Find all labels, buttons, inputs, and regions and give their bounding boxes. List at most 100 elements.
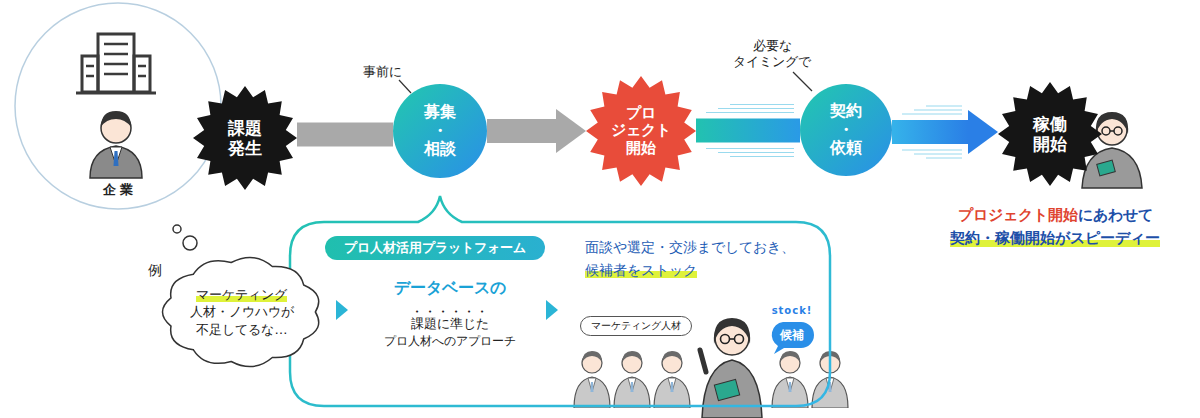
featured-candidate-part-part xyxy=(721,335,730,344)
company-person xyxy=(90,111,142,178)
arrow-band xyxy=(297,123,393,147)
label-text: 必要な タイミングで xyxy=(730,38,814,71)
worker-person-part xyxy=(1096,112,1128,134)
company-person-part xyxy=(114,151,119,166)
speed-line xyxy=(718,108,794,109)
node-text: マーケティング 人材・ノウハウが 不足してるな… xyxy=(183,286,301,339)
worker-person-part xyxy=(1097,160,1116,176)
step-circle: 募集 ・ 相談 xyxy=(393,84,487,178)
worker-person-part-part xyxy=(1110,130,1114,132)
speed-line xyxy=(914,154,962,155)
speed-line xyxy=(718,152,794,153)
cloud xyxy=(163,257,319,366)
thought-cloud: マーケティング 人材・ノウハウが 不足してるな… xyxy=(162,256,321,368)
arrow-band xyxy=(487,119,556,143)
node-text: マーケティング人材 xyxy=(591,320,681,332)
building-icon-part xyxy=(86,44,146,76)
node-text: 課題に準じた xyxy=(350,308,550,335)
flow-triangles-part xyxy=(336,300,348,320)
featured-candidate-part xyxy=(714,318,750,344)
flow-arrow xyxy=(487,109,586,153)
speed-line xyxy=(902,150,962,151)
label-text: 事前に xyxy=(352,64,412,80)
leader-lines-part xyxy=(399,80,411,93)
arrow-band xyxy=(696,119,800,143)
featured-candidate-part xyxy=(702,360,762,418)
node-text: プロ人材活用プラットフォーム xyxy=(344,240,526,256)
node-text: データベースの xyxy=(350,278,550,297)
node-text: 募集 ・ 相談 xyxy=(422,103,459,158)
company-circle: 企 業 xyxy=(14,2,222,210)
ring-outline xyxy=(15,3,221,209)
leader-lines-part xyxy=(793,72,812,91)
thought-dots-part xyxy=(183,236,197,250)
starburst xyxy=(193,86,297,190)
disc xyxy=(393,84,487,178)
featured-candidate-part xyxy=(721,335,744,344)
caption-row: 契約・稼働開始がスピーディー xyxy=(935,228,1175,248)
starburst-node: プロ ジェクト 開始 xyxy=(586,76,696,186)
starburst-node: 課題 発生 xyxy=(193,86,297,190)
candidate-people-part xyxy=(654,351,690,408)
panel-border xyxy=(290,196,830,406)
flow-triangles-part xyxy=(546,300,558,320)
building-icon xyxy=(76,34,156,93)
caption-row: プロジェクト開始にあわせて xyxy=(935,205,1175,225)
node-text: 稼働 開始 xyxy=(1030,114,1069,155)
thought-dots xyxy=(173,225,197,250)
highlighted-text: 候補者をストック xyxy=(585,262,697,278)
arrow-band xyxy=(892,120,968,144)
platform-pill: プロ人材活用プラットフォーム xyxy=(325,236,545,260)
node-text: 候補 xyxy=(780,328,804,342)
company-person-part xyxy=(90,146,142,178)
featured-candidate-part-part xyxy=(730,338,735,340)
node-text-line: 候補者をストック xyxy=(585,262,830,279)
candidate-people-part xyxy=(772,351,808,408)
company-circle-outline xyxy=(14,2,222,210)
company-person-part xyxy=(101,111,131,127)
featured-candidate-part xyxy=(714,379,739,400)
label-text: 例 xyxy=(148,262,168,280)
node-text: 課題 発生 xyxy=(225,118,264,159)
flow-arrow xyxy=(892,106,998,158)
speed-line xyxy=(914,110,962,111)
speech-bubble xyxy=(772,322,814,354)
node-text: 契約 ・ 依頼 xyxy=(828,102,865,157)
caption-text: 契約・稼働開始がスピーディー xyxy=(950,229,1160,247)
pill xyxy=(325,236,545,260)
speed-line xyxy=(926,158,962,159)
disc xyxy=(800,84,892,176)
platform-panel: 面談や選定・交渉までしておき、候補者をストックデータベースの課題に準じたプロ人材… xyxy=(290,222,830,406)
starburst xyxy=(586,76,696,186)
worker-person-part-part xyxy=(1102,127,1110,135)
caption-text: にあわせて xyxy=(1078,206,1153,224)
thought-dots-part xyxy=(173,225,181,233)
speed-line xyxy=(902,114,962,115)
node-text: プロ人材へのアプローチ xyxy=(335,334,565,348)
speed-line xyxy=(706,112,794,113)
speed-line xyxy=(730,104,794,105)
step-circle: 契約 ・ 依頼 xyxy=(800,84,892,176)
caption-text: プロジェクト開始 xyxy=(958,206,1078,224)
category-pill: マーケティング人材 xyxy=(580,316,692,336)
speed-line xyxy=(730,156,794,157)
building-icon-part xyxy=(76,92,156,95)
arrow-head xyxy=(968,110,998,154)
speed-line xyxy=(706,148,794,149)
candidate-people-part xyxy=(574,351,610,408)
worker-person-part xyxy=(1102,127,1122,135)
node-text: 面談や選定・交渉までしておき、 xyxy=(585,239,830,256)
candidate-people-part xyxy=(614,351,650,408)
featured-candidate-part-part xyxy=(735,335,744,344)
company-person-part xyxy=(110,147,122,165)
building-icon-part xyxy=(134,56,150,92)
speed-line xyxy=(926,106,962,107)
featured-candidate xyxy=(700,318,762,418)
arrow-head xyxy=(556,109,586,153)
candidate-bubble: stock!候補 xyxy=(770,322,814,348)
starburst-node: 稼働 開始 xyxy=(998,82,1102,186)
featured-candidate-part xyxy=(700,350,706,372)
node-text: プロ ジェクト 開始 xyxy=(610,105,673,157)
pill xyxy=(581,317,692,336)
